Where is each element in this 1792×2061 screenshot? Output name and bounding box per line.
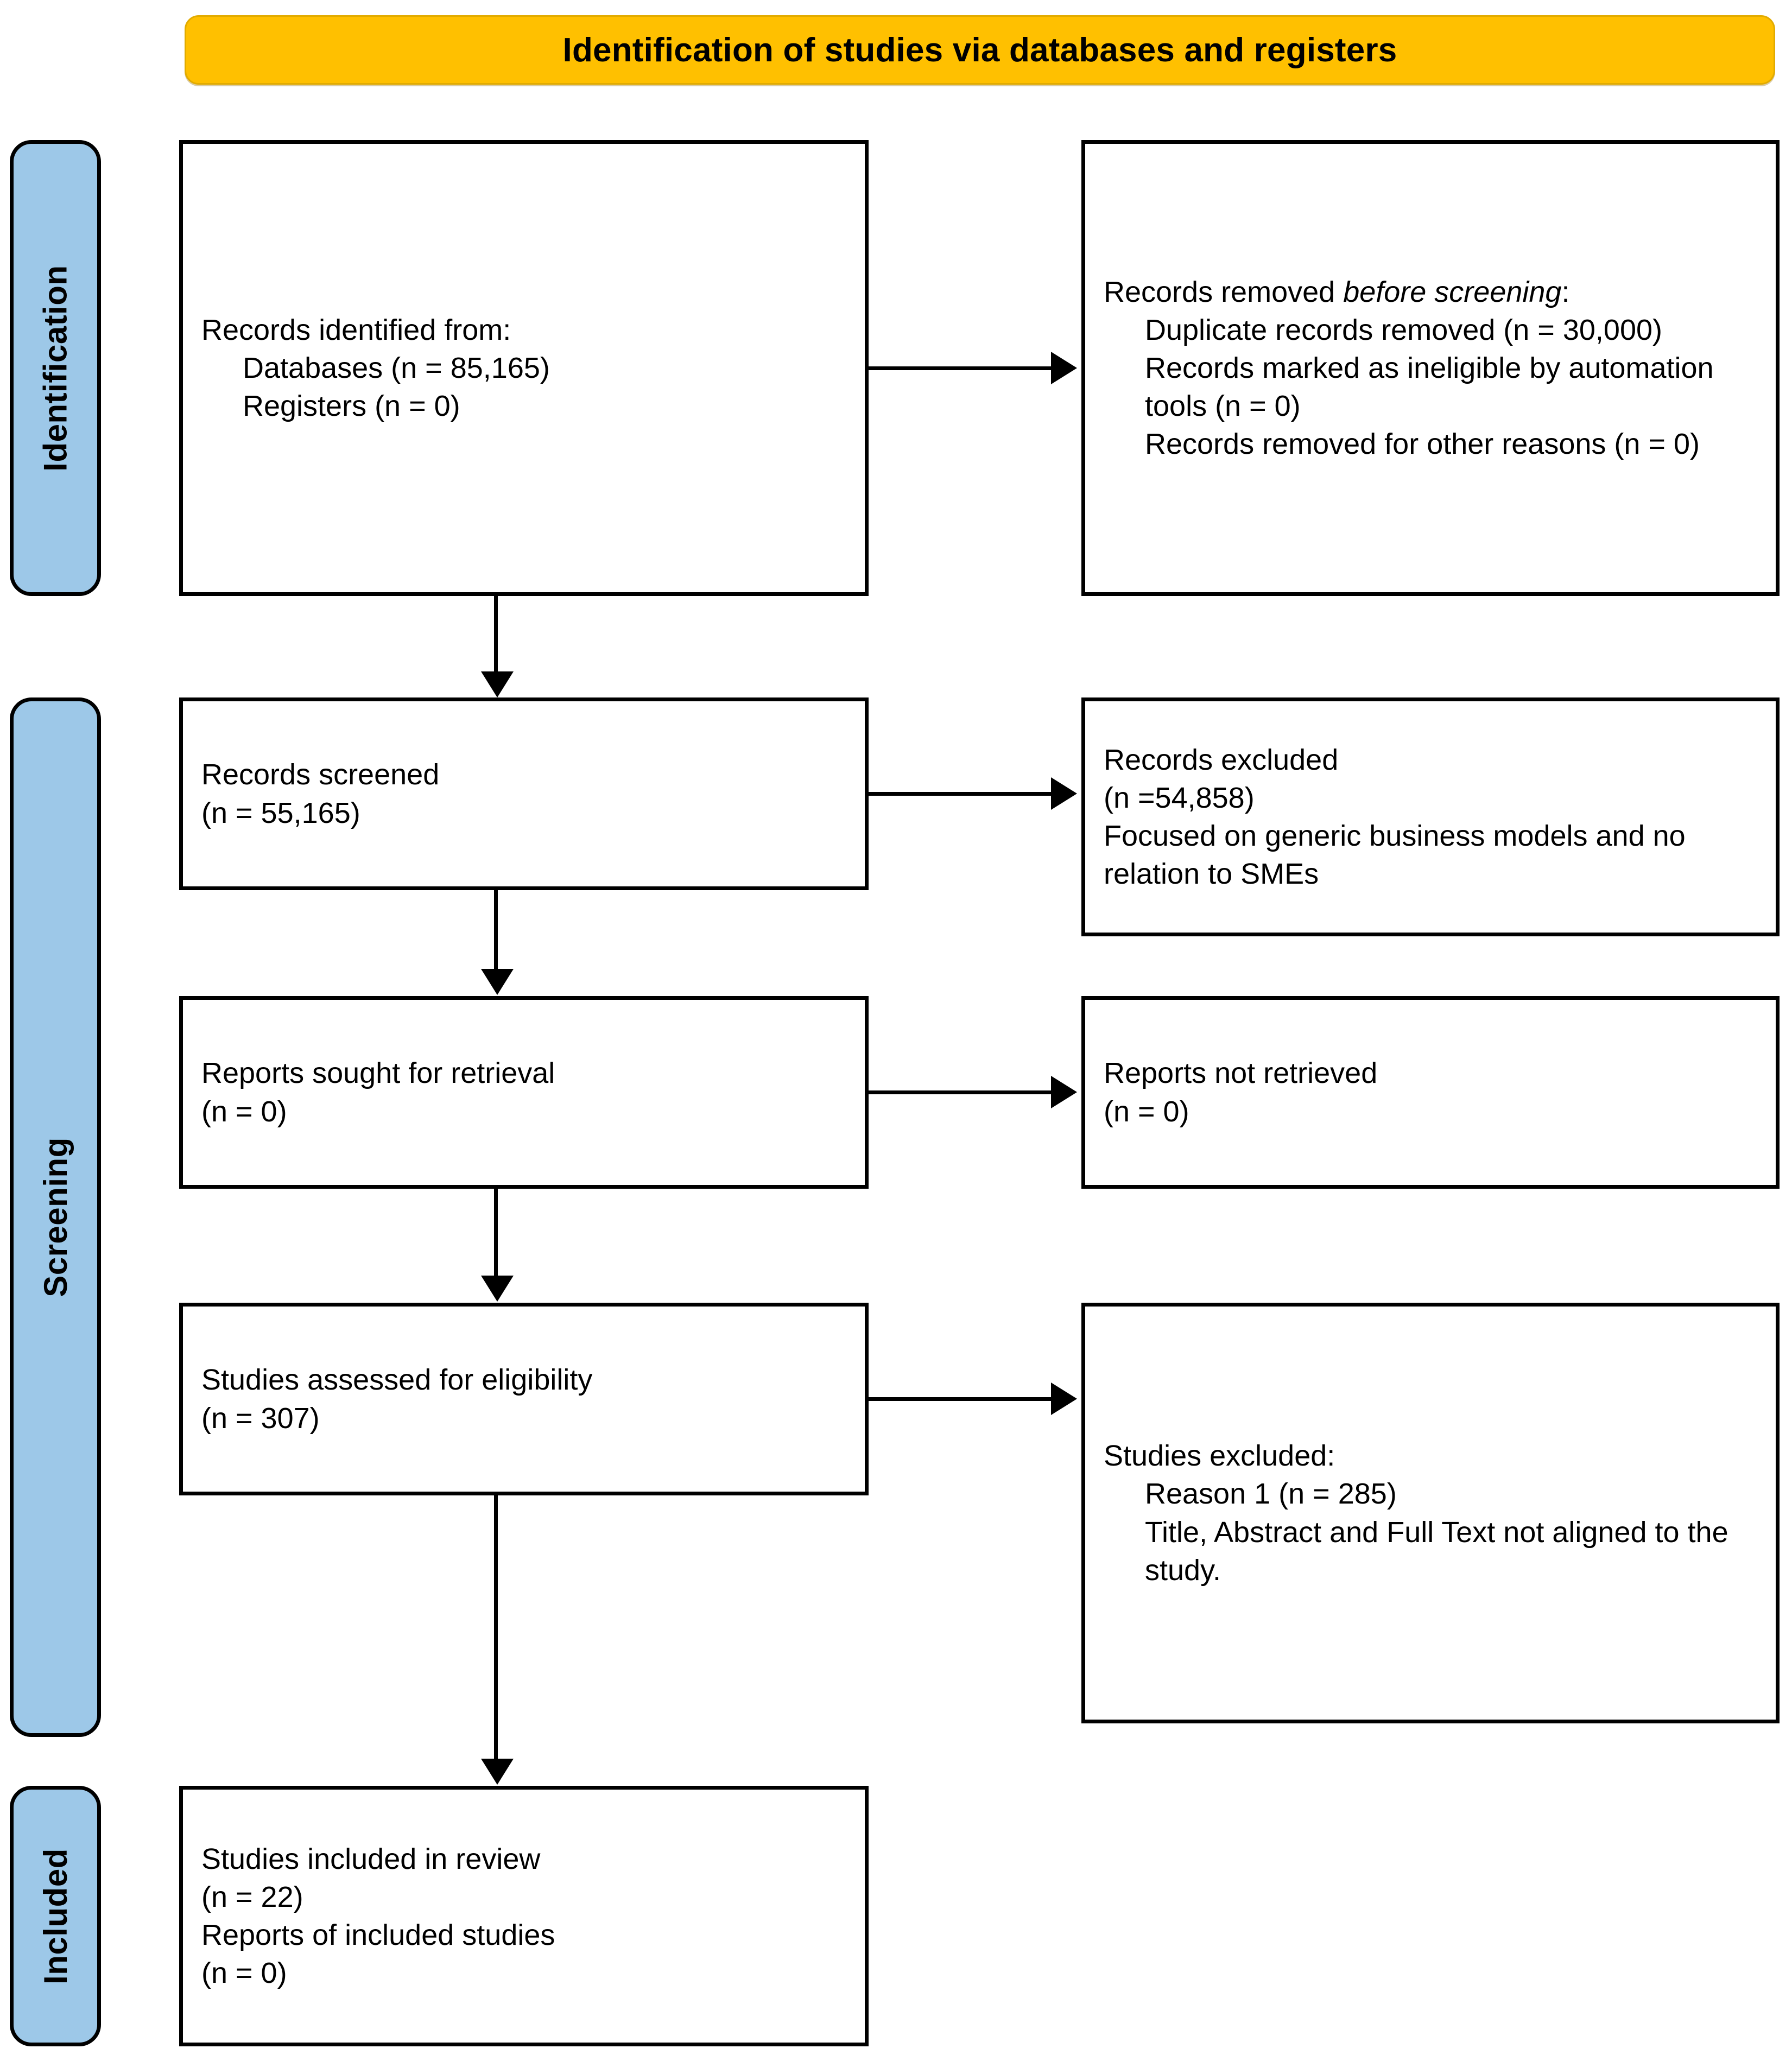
arrowhead-down-icon: [481, 671, 514, 697]
reports-not-retrieved-label: Reports not retrieved: [1104, 1057, 1378, 1090]
records-excluded-reason: Focused on generic business models and n…: [1104, 820, 1686, 891]
connector-sought-to-not-retrieved: [869, 1090, 1053, 1094]
stage-label-included-text: Included: [37, 1848, 74, 1984]
stage-label-identification-text: Identification: [37, 264, 74, 472]
records-identified-line-1: Records identified from:: [201, 313, 511, 346]
records-removed-heading: Records removed before screening:: [1104, 273, 1757, 311]
records-screened-count: (n = 55,165): [201, 796, 360, 829]
records-removed-duplicates: Duplicate records removed (n = 30,000): [1145, 313, 1662, 346]
arrowhead-down-icon: [481, 1276, 514, 1302]
banner-title: Identification of studies via databases …: [562, 31, 1397, 69]
reports-sought-label: Reports sought for retrieval: [201, 1057, 555, 1090]
diagram-header-banner: Identification of studies via databases …: [185, 15, 1775, 85]
box-studies-excluded: Studies excluded: Reason 1 (n = 285) Tit…: [1081, 1303, 1780, 1723]
reports-included-label: Reports of included studies: [201, 1919, 555, 1951]
box-studies-assessed-for-eligibility: Studies assessed for eligibility (n = 30…: [179, 1303, 869, 1495]
studies-included-count: (n = 22): [201, 1880, 303, 1913]
box-reports-not-retrieved: Reports not retrieved (n = 0): [1081, 996, 1780, 1189]
stage-label-identification: Identification: [10, 140, 101, 596]
studies-excluded-reason-detail: Title, Abstract and Full Text not aligne…: [1145, 1515, 1728, 1587]
stage-label-included: Included: [10, 1786, 101, 2046]
reports-included-count: (n = 0): [201, 1957, 287, 1990]
arrowhead-right-icon: [1051, 1383, 1077, 1415]
connector-screened-to-excluded: [869, 792, 1053, 796]
box-records-excluded: Records excluded (n =54,858) Focused on …: [1081, 697, 1780, 936]
connector-sought-to-assessed: [494, 1189, 498, 1276]
records-identified-databases: Databases (n = 85,165): [243, 351, 550, 384]
arrowhead-right-icon: [1051, 777, 1077, 810]
connector-assessed-to-studies-excluded: [869, 1397, 1053, 1401]
arrowhead-right-icon: [1051, 352, 1077, 384]
reports-not-retrieved-count: (n = 0): [1104, 1095, 1189, 1128]
arrowhead-down-icon: [481, 1759, 514, 1785]
reports-sought-count: (n = 0): [201, 1095, 287, 1128]
studies-excluded-reason-1: Reason 1 (n = 285): [1145, 1477, 1397, 1511]
records-identified-registers: Registers (n = 0): [243, 390, 460, 423]
studies-excluded-heading: Studies excluded:: [1104, 1439, 1335, 1473]
records-excluded-count: (n =54,858): [1104, 781, 1255, 814]
studies-assessed-count: (n = 307): [201, 1402, 320, 1435]
arrowhead-right-icon: [1051, 1076, 1077, 1108]
box-records-identified: Records identified from: Databases (n = …: [179, 140, 869, 596]
records-removed-heading-italic: before screening: [1343, 275, 1562, 308]
connector-assessed-to-included: [494, 1495, 498, 1759]
records-removed-other: Records removed for other reasons (n = 0…: [1145, 428, 1700, 461]
records-removed-heading-suffix: :: [1561, 275, 1570, 308]
records-screened-label: Records screened: [201, 758, 440, 791]
box-reports-sought-for-retrieval: Reports sought for retrieval (n = 0): [179, 996, 869, 1189]
box-studies-included-in-review: Studies included in review (n = 22) Repo…: [179, 1786, 869, 2046]
stage-label-screening: Screening: [10, 697, 101, 1737]
arrowhead-down-icon: [481, 969, 514, 995]
connector-screened-to-sought: [494, 890, 498, 969]
box-records-screened: Records screened (n = 55,165): [179, 697, 869, 890]
studies-included-label: Studies included in review: [201, 1842, 541, 1875]
records-excluded-label: Records excluded: [1104, 743, 1339, 776]
stage-label-screening-text: Screening: [37, 1137, 74, 1297]
box-records-removed-before-screening: Records removed before screening: Duplic…: [1081, 140, 1780, 596]
connector-identified-to-removed: [869, 366, 1053, 370]
studies-assessed-label: Studies assessed for eligibility: [201, 1364, 593, 1397]
records-removed-automation: Records marked as ineligible by automati…: [1145, 351, 1714, 423]
records-removed-heading-prefix: Records removed: [1104, 275, 1344, 308]
connector-identified-to-screened: [494, 596, 498, 672]
